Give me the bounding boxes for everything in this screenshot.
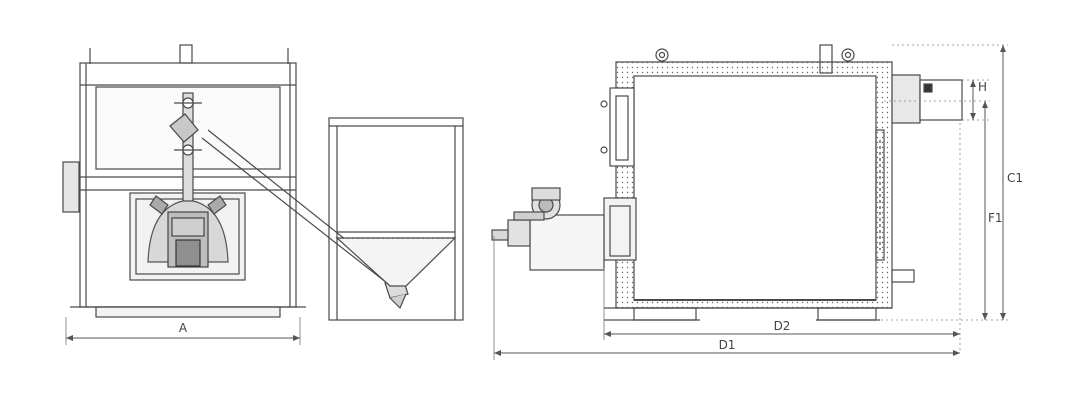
front-view: [62, 44, 306, 318]
dimension-d1-label: D1: [719, 338, 736, 352]
dimension-h: H: [970, 80, 987, 120]
dimension-c1: C1: [1000, 45, 1023, 320]
dimension-d2-label: D2: [774, 319, 791, 333]
reference-lines: [876, 44, 1008, 352]
dimension-h-label: H: [978, 80, 987, 94]
boiler-body: [633, 75, 877, 301]
dimension-a: A: [65, 317, 301, 345]
dimension-f1-label: F1: [988, 211, 1003, 225]
side-box: [62, 161, 80, 213]
dimension-d1: D1: [493, 236, 960, 360]
dimension-d2: D2: [603, 268, 960, 340]
dimension-f1: F1: [982, 101, 1003, 320]
dimension-c1-label: C1: [1007, 171, 1023, 185]
dimension-a-label: A: [179, 321, 188, 335]
flue-outlet: [891, 74, 921, 124]
feed-auger: [201, 129, 409, 310]
burner-assembly: [491, 187, 605, 271]
fuel-hopper: [328, 117, 464, 321]
side-view: [600, 44, 963, 321]
